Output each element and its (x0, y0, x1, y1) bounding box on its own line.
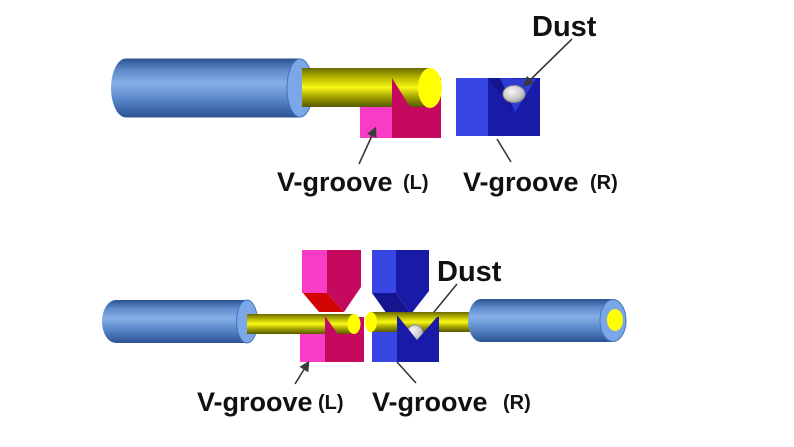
upper-pink-clamp-front-face (327, 250, 361, 312)
v-groove-left-leader-arrow (294, 360, 310, 385)
v-groove-left-label: V-groove (277, 167, 393, 197)
bare-fiber-right (370, 312, 482, 332)
bare-fiber-left-end-face (347, 314, 361, 334)
v-groove-right-label: V-groove (463, 167, 579, 197)
bare-fiber-left (302, 68, 430, 107)
dust-leader-arrow (523, 38, 573, 87)
v-groove-left-leader-arrow (358, 126, 377, 165)
dust-label: Dust (437, 256, 502, 288)
upper-pink-clamp-notch-face (303, 293, 344, 312)
v-groove-right-label: V-groove (372, 387, 488, 417)
top-panel: Dust V-groove (L) V-groove (R) (111, 11, 618, 197)
upper-blue-clamp-side-face (372, 250, 396, 293)
dust-label: Dust (532, 11, 597, 43)
v-groove-left-ridge-occluder (325, 316, 364, 362)
bottom-panel: Dust V-groove (L) V-groove (R) (102, 250, 627, 417)
v-groove-right-label-suffix: (R) (590, 172, 618, 194)
bare-fiber-right-end-face (365, 312, 377, 332)
bare-fiber-end-face (418, 68, 442, 108)
v-groove-left-ridge-occluder (392, 78, 441, 138)
dust-leader-line (433, 283, 458, 313)
upper-blue-clamp-notch-face (372, 293, 411, 314)
v-groove-left-label-suffix: (L) (403, 172, 429, 194)
v-groove-right-label-suffix: (R) (503, 392, 531, 414)
v-groove-left-label: V-groove (197, 387, 313, 417)
dust-particle (502, 85, 526, 103)
v-groove-right-side-face (456, 78, 488, 136)
upper-pink-clamp-side-face (302, 250, 327, 293)
v-groove-right-leader-line (396, 361, 417, 384)
coating-cylinder-right-body (481, 299, 613, 342)
v-groove-left-label-suffix: (L) (318, 392, 344, 414)
v-groove-right-leader-line (496, 138, 512, 163)
coating-right-end-core (607, 309, 623, 331)
coating-cylinder-body (116, 300, 247, 343)
v-groove-right-ridge-occluder (397, 315, 439, 362)
upper-blue-clamp-front-face (396, 250, 429, 314)
v-groove-right-notch-shadow-face (488, 78, 515, 112)
coating-cylinder-body (126, 58, 300, 118)
bare-fiber-left (247, 314, 354, 334)
